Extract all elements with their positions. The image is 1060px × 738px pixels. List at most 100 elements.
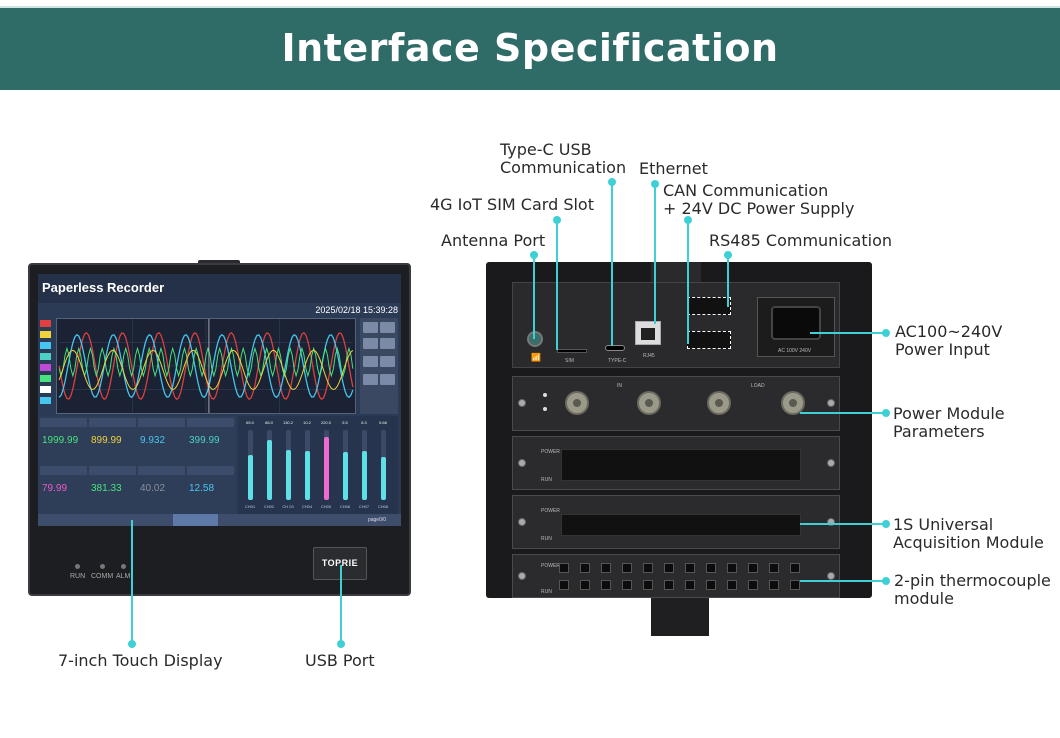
tc-terminal[interactable] (559, 580, 569, 590)
channel-value: 40.02 (140, 483, 166, 494)
typec-label: TYPE-C (608, 358, 627, 364)
tab-params[interactable] (263, 514, 308, 526)
sim-label: SIM (565, 358, 574, 364)
bar-value: 65.0 (246, 420, 254, 425)
tab-overview[interactable] (173, 514, 218, 526)
tab-page[interactable]: page0/0 (367, 517, 387, 523)
tc-terminal[interactable] (685, 563, 695, 573)
power-led-label: POWER (541, 449, 560, 455)
tab-display[interactable] (38, 514, 83, 526)
tc-terminal[interactable] (559, 563, 569, 573)
tc-terminal[interactable] (769, 580, 779, 590)
screen-header: Paperless Recorder (38, 274, 401, 303)
alm-led (121, 564, 126, 569)
screen-title: Paperless Recorder (42, 280, 165, 295)
led-label: COMM (91, 573, 114, 580)
tc-terminal[interactable] (769, 563, 779, 573)
ac-inlet[interactable] (771, 306, 821, 340)
value-cell[interactable]: 40.02 (138, 466, 185, 510)
power-terminal[interactable] (637, 391, 661, 415)
terminal-block[interactable] (561, 449, 801, 481)
bar-value: 10.2 (303, 420, 311, 425)
tc-terminal[interactable] (622, 563, 632, 573)
universal-label-2: Acquisition Module (893, 533, 1044, 552)
power-terminal[interactable] (707, 391, 731, 415)
value-cell[interactable]: 79.99 (40, 466, 87, 510)
settings-button[interactable] (380, 338, 395, 349)
ethernet-label: Ethernet (639, 159, 708, 178)
value-cell[interactable]: 1999.99 (40, 418, 87, 462)
tc-terminal[interactable] (580, 563, 590, 573)
touch-screen[interactable]: Paperless Recorder 2025/02/18 15:39:28 (38, 274, 401, 526)
power-terminal[interactable] (781, 391, 805, 415)
bar-label: CH07 (358, 504, 370, 509)
comm-led (100, 564, 105, 569)
tc-terminal[interactable] (601, 563, 611, 573)
terminal-block[interactable] (561, 514, 801, 536)
power-terminal[interactable] (565, 391, 589, 415)
rs485-terminal[interactable] (687, 297, 731, 315)
left-button[interactable] (363, 374, 378, 385)
antenna-port[interactable] (527, 331, 543, 347)
tab-trend[interactable] (83, 514, 128, 526)
tc-terminal[interactable] (643, 580, 653, 590)
tc-terminal[interactable] (727, 580, 737, 590)
bar-gauge (381, 430, 386, 500)
tab-system[interactable] (308, 514, 353, 526)
page-title: Interface Specification (281, 26, 779, 70)
rj45-port[interactable] (635, 321, 661, 345)
bar-label: CH06 (339, 504, 351, 509)
tc-terminal[interactable] (748, 580, 758, 590)
thermocouple-label-1: 2-pin thermocouple (894, 571, 1051, 590)
antenna-icon: 📶 (531, 353, 541, 362)
header-banner: Interface Specification (0, 6, 1060, 90)
bar-gauge (286, 430, 291, 500)
leader-dot (337, 640, 345, 648)
value-cell[interactable]: 381.33 (89, 466, 136, 510)
tc-terminal[interactable] (706, 580, 716, 590)
right-button[interactable] (380, 374, 395, 385)
type-c-port[interactable] (605, 345, 625, 351)
next-button[interactable] (380, 356, 395, 367)
zoom-in-button[interactable] (363, 322, 378, 333)
tc-terminal[interactable] (685, 580, 695, 590)
zoom-out-button[interactable] (380, 322, 395, 333)
thermocouple-terminals[interactable] (559, 561, 809, 595)
power-led-label: POWER (541, 563, 560, 569)
prev-button[interactable] (363, 356, 378, 367)
tc-terminal[interactable] (580, 580, 590, 590)
channel-chip (40, 342, 51, 349)
tc-terminal[interactable] (790, 580, 800, 590)
tc-terminal[interactable] (790, 563, 800, 573)
in-label: IN (617, 383, 622, 389)
run-led-label: RUN (541, 477, 552, 483)
io-panel: 📶 SIM TYPE-C RJ45 AC 100V 240V (512, 282, 840, 368)
tc-terminal[interactable] (664, 563, 674, 573)
can-terminal[interactable] (687, 331, 731, 349)
value-cell[interactable]: 399.99 (187, 418, 234, 462)
tc-terminal[interactable] (664, 580, 674, 590)
scale-button[interactable] (363, 338, 378, 349)
tc-terminal[interactable] (727, 563, 737, 573)
bar-gauge (343, 430, 348, 500)
bar-value: 5.68 (379, 420, 387, 425)
tab-curve[interactable] (128, 514, 173, 526)
tc-terminal[interactable] (748, 563, 758, 573)
value-cell[interactable]: 12.58 (187, 466, 234, 510)
type-c-label-2: Communication (500, 158, 627, 177)
trend-plot[interactable] (56, 318, 356, 414)
bar-label: CH05 (320, 504, 332, 509)
run-led-label: RUN (541, 536, 552, 542)
plot-controls (360, 318, 398, 414)
value-cell[interactable]: 899.99 (89, 418, 136, 462)
tc-terminal[interactable] (643, 563, 653, 573)
channel-chip (40, 331, 51, 338)
wave-series (58, 346, 354, 378)
tab-alarm[interactable] (218, 514, 263, 526)
tc-terminal[interactable] (622, 580, 632, 590)
value-cell[interactable]: 9.932 (138, 418, 185, 462)
tc-terminal[interactable] (601, 580, 611, 590)
channel-chip (40, 375, 51, 382)
sim-slot[interactable] (557, 349, 587, 353)
tc-terminal[interactable] (706, 563, 716, 573)
